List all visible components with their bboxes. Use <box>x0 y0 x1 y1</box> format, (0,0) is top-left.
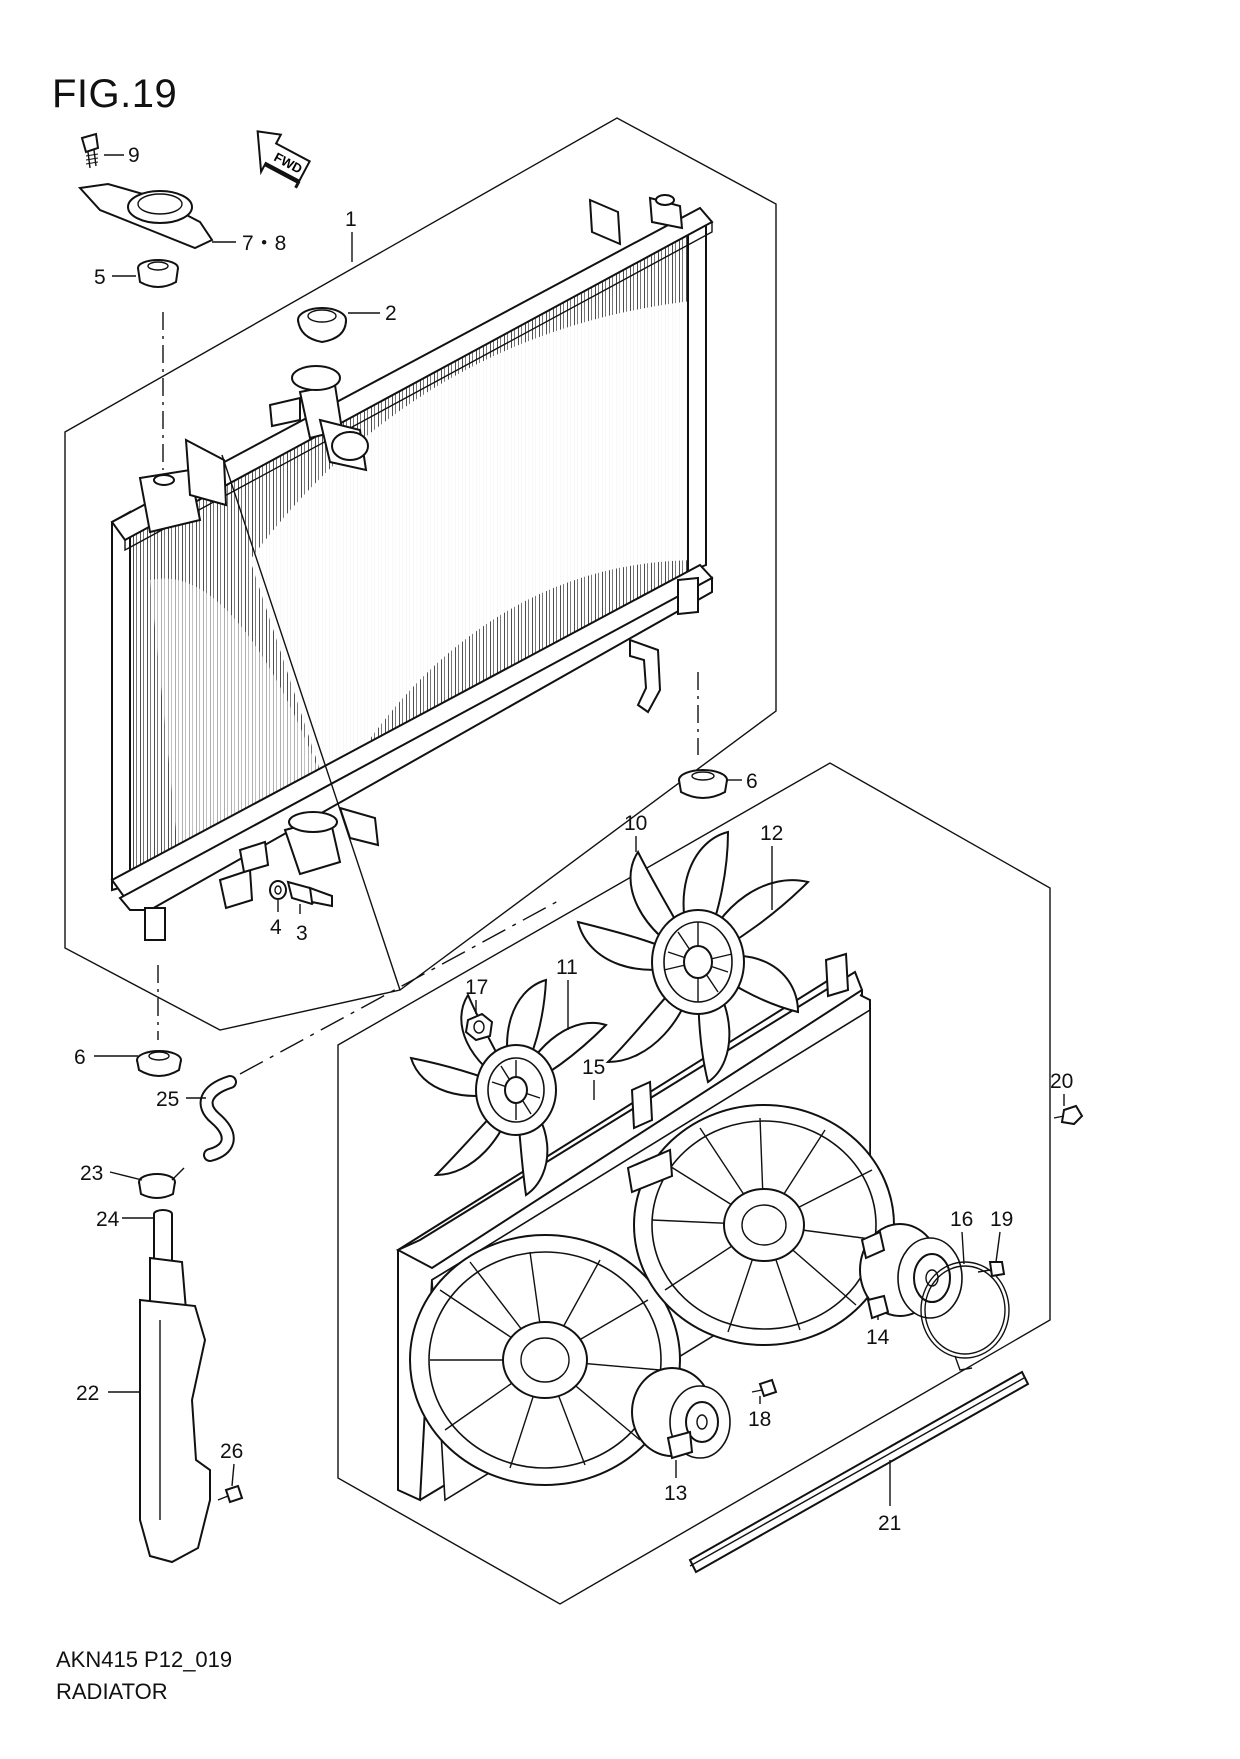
fan-motor-13 <box>631 1367 731 1460</box>
callout-9: 9 <box>128 144 140 167</box>
cushion-5 <box>137 259 179 288</box>
nut-17 <box>464 1012 494 1042</box>
gasket-16 <box>920 1261 1010 1371</box>
callout-7-8: 7・8 <box>242 232 286 255</box>
drain-plug-3 <box>286 880 333 908</box>
callout-16: 16 <box>950 1208 973 1231</box>
callout-17: 17 <box>465 976 488 999</box>
callout-24: 24 <box>96 1208 120 1231</box>
fan-motor-14 <box>859 1223 963 1320</box>
bolt-26 <box>217 1484 244 1504</box>
callout-19: 19 <box>990 1208 1013 1231</box>
fwd-arrow-icon: FWD <box>256 130 312 189</box>
diagram-name: RADIATOR <box>56 1679 168 1704</box>
callout-12: 12 <box>760 822 783 845</box>
callout-23: 23 <box>80 1162 103 1185</box>
cushion-6-lower <box>136 1050 182 1077</box>
callout-2: 2 <box>385 302 397 325</box>
callout-10: 10 <box>624 812 647 835</box>
cushion-6-upper <box>678 769 728 799</box>
screw-18 <box>751 1378 778 1398</box>
reservoir-cap-23 <box>138 1167 185 1199</box>
callout-22: 22 <box>76 1382 99 1405</box>
callout-14: 14 <box>866 1326 890 1349</box>
radiator <box>110 194 714 941</box>
washer-4 <box>269 880 287 900</box>
callout-11: 11 <box>556 956 578 979</box>
fan-shroud <box>395 952 895 1502</box>
fan-group-outline <box>337 762 1051 1605</box>
bracket-7-8 <box>77 182 214 250</box>
callout-3: 3 <box>296 922 308 945</box>
callout-labels: 9 7・8 5 1 2 6 4 3 6 10 12 17 11 15 20 25… <box>74 144 1073 1535</box>
callout-1: 1 <box>345 208 357 231</box>
radiator-cap <box>297 307 347 344</box>
diagram-code: AKN415 P12_019 <box>56 1647 233 1672</box>
reservoir-tank-22 <box>139 1209 211 1564</box>
callout-15: 15 <box>582 1056 605 1079</box>
bolt-20 <box>1053 1104 1084 1126</box>
callout-21: 21 <box>878 1512 901 1535</box>
figure-title: FIG.19 <box>52 72 178 116</box>
callout-13: 13 <box>664 1482 687 1505</box>
screw-19 <box>977 1261 1006 1278</box>
callout-20: 20 <box>1050 1070 1073 1093</box>
bolt-9 <box>80 132 100 169</box>
cooling-fan-11 <box>409 978 608 1197</box>
callout-6-lower: 6 <box>74 1046 86 1069</box>
cooling-fan-12 <box>576 830 810 1084</box>
callout-5: 5 <box>94 266 106 289</box>
overflow-hose-25 <box>199 1075 237 1162</box>
callout-leaders <box>94 154 1065 1506</box>
seal-strip-21 <box>688 1370 1030 1574</box>
callout-4: 4 <box>270 916 282 939</box>
callout-26: 26 <box>220 1440 243 1463</box>
radiator-group-outline <box>64 117 777 1031</box>
callout-6-upper: 6 <box>746 770 758 793</box>
callout-18: 18 <box>748 1408 771 1431</box>
callout-25: 25 <box>156 1088 179 1111</box>
